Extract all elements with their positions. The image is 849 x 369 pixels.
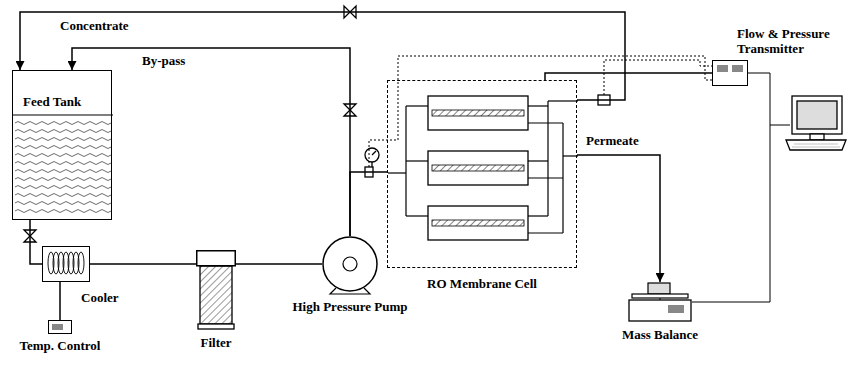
- pump: High Pressure Pump: [322, 236, 378, 292]
- filter-art: [196, 250, 236, 330]
- component-label: Flow & Pressure Transmitter: [737, 27, 837, 57]
- signal-wire: [369, 56, 712, 167]
- transmitter-art: [713, 61, 747, 85]
- pipe-line: [545, 73, 712, 80]
- component-label: High Pressure Pump: [292, 300, 407, 315]
- pipe-line: [236, 263, 322, 265]
- flow-label: Permeate: [584, 134, 641, 149]
- pipe-line: [72, 48, 350, 236]
- gauge-needle: [372, 151, 376, 155]
- signal-wire: [748, 73, 790, 125]
- pressure-gauge: [365, 148, 379, 162]
- component-label: Filter: [200, 336, 231, 351]
- mass-balance: Mass Balance: [628, 282, 692, 322]
- feed-tank-art: [13, 71, 111, 219]
- computer: [786, 96, 846, 150]
- pipe-line: [30, 220, 42, 264]
- cooler-art: [43, 247, 89, 281]
- temp-controller-art: [49, 321, 71, 333]
- component-label: Temp. Control: [20, 339, 101, 354]
- component-label: Cooler: [81, 291, 119, 306]
- component-label: Feed Tank: [23, 95, 81, 110]
- signal-wire: [692, 125, 770, 302]
- component-label: RO Membrane Cell: [427, 277, 537, 292]
- temp-controller: Temp. Control: [48, 320, 72, 334]
- transmitter: Flow & Pressure Transmitter: [712, 60, 748, 86]
- pipe-line: [350, 172, 387, 236]
- pipe-line: [90, 263, 196, 265]
- pipe-line: [20, 12, 625, 100]
- membrane-cell-housing: RO Membrane Cell: [387, 80, 577, 268]
- component-label: Mass Balance: [622, 328, 698, 343]
- pump-art: [322, 236, 378, 292]
- membrane-cell-housing-art: [388, 81, 576, 267]
- flow-label: Concentrate: [58, 19, 131, 34]
- cooler: Cooler: [42, 246, 90, 282]
- feed-tank: Feed Tank: [12, 70, 112, 220]
- pipe-line: [577, 155, 660, 282]
- filter: Filter: [196, 250, 236, 330]
- pipe-line: [59, 282, 61, 320]
- flow-label: By-pass: [140, 54, 187, 69]
- signal-wire: [604, 60, 712, 95]
- mass-balance-art: [628, 282, 692, 322]
